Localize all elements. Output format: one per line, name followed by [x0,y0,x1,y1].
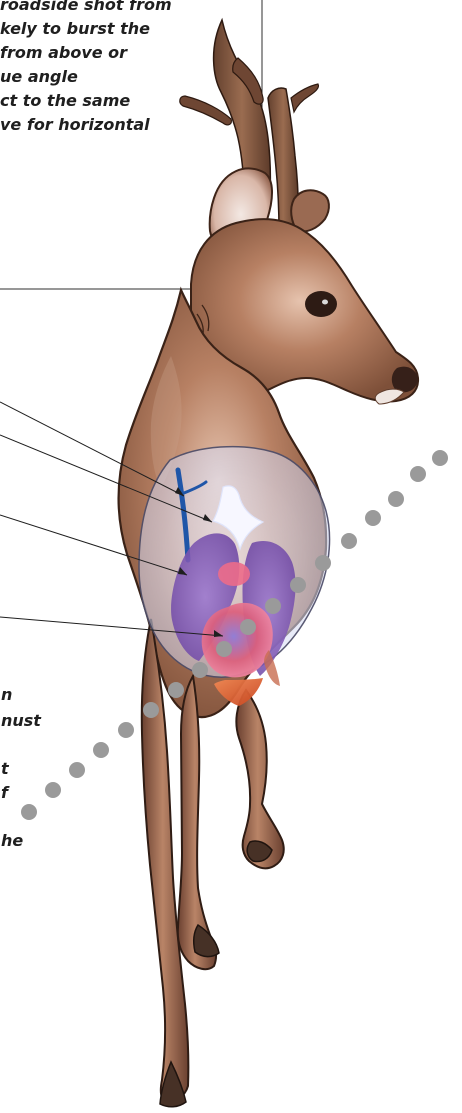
shot-dot [45,782,61,798]
right-ear [291,190,329,231]
shot-dot [192,662,208,678]
shot-dot [69,762,85,778]
top-caption-line-4: ue angle [0,65,78,89]
shot-dot [410,466,426,482]
top-caption-line-3: from above or [0,41,127,65]
shot-dot [216,641,232,657]
shot-dot [432,450,448,466]
heart-upper-chamber [218,562,250,586]
deer-eye [305,291,337,317]
front-right-leg [178,676,216,969]
right-antler-tine [291,84,318,112]
shot-dot [290,577,306,593]
front-antler-tine [180,96,232,125]
shot-dot [365,510,381,526]
bottom-caption-line-7: he [1,829,23,853]
shot-dot [143,702,159,718]
shot-dot [168,682,184,698]
top-caption-line-5: ct to the same [0,89,130,113]
shot-dot [388,491,404,507]
top-caption-line-2: kely to burst the [0,17,150,41]
shot-dot [315,555,331,571]
bottom-caption-line-5: f [1,781,8,805]
top-caption-line-6: ve for horizontal [0,113,150,137]
shot-dot [93,742,109,758]
shot-dot [265,598,281,614]
bottom-caption-line-1: n [1,683,12,707]
shot-dot [118,722,134,738]
top-caption-line-1: roadside shot from [0,0,172,17]
bottom-caption-line-4: t [1,757,9,781]
bottom-caption-line-2: nust [1,709,41,733]
shot-dot [240,619,256,635]
shot-dot [21,804,37,820]
shot-dot [341,533,357,549]
eye-highlight [322,300,328,305]
